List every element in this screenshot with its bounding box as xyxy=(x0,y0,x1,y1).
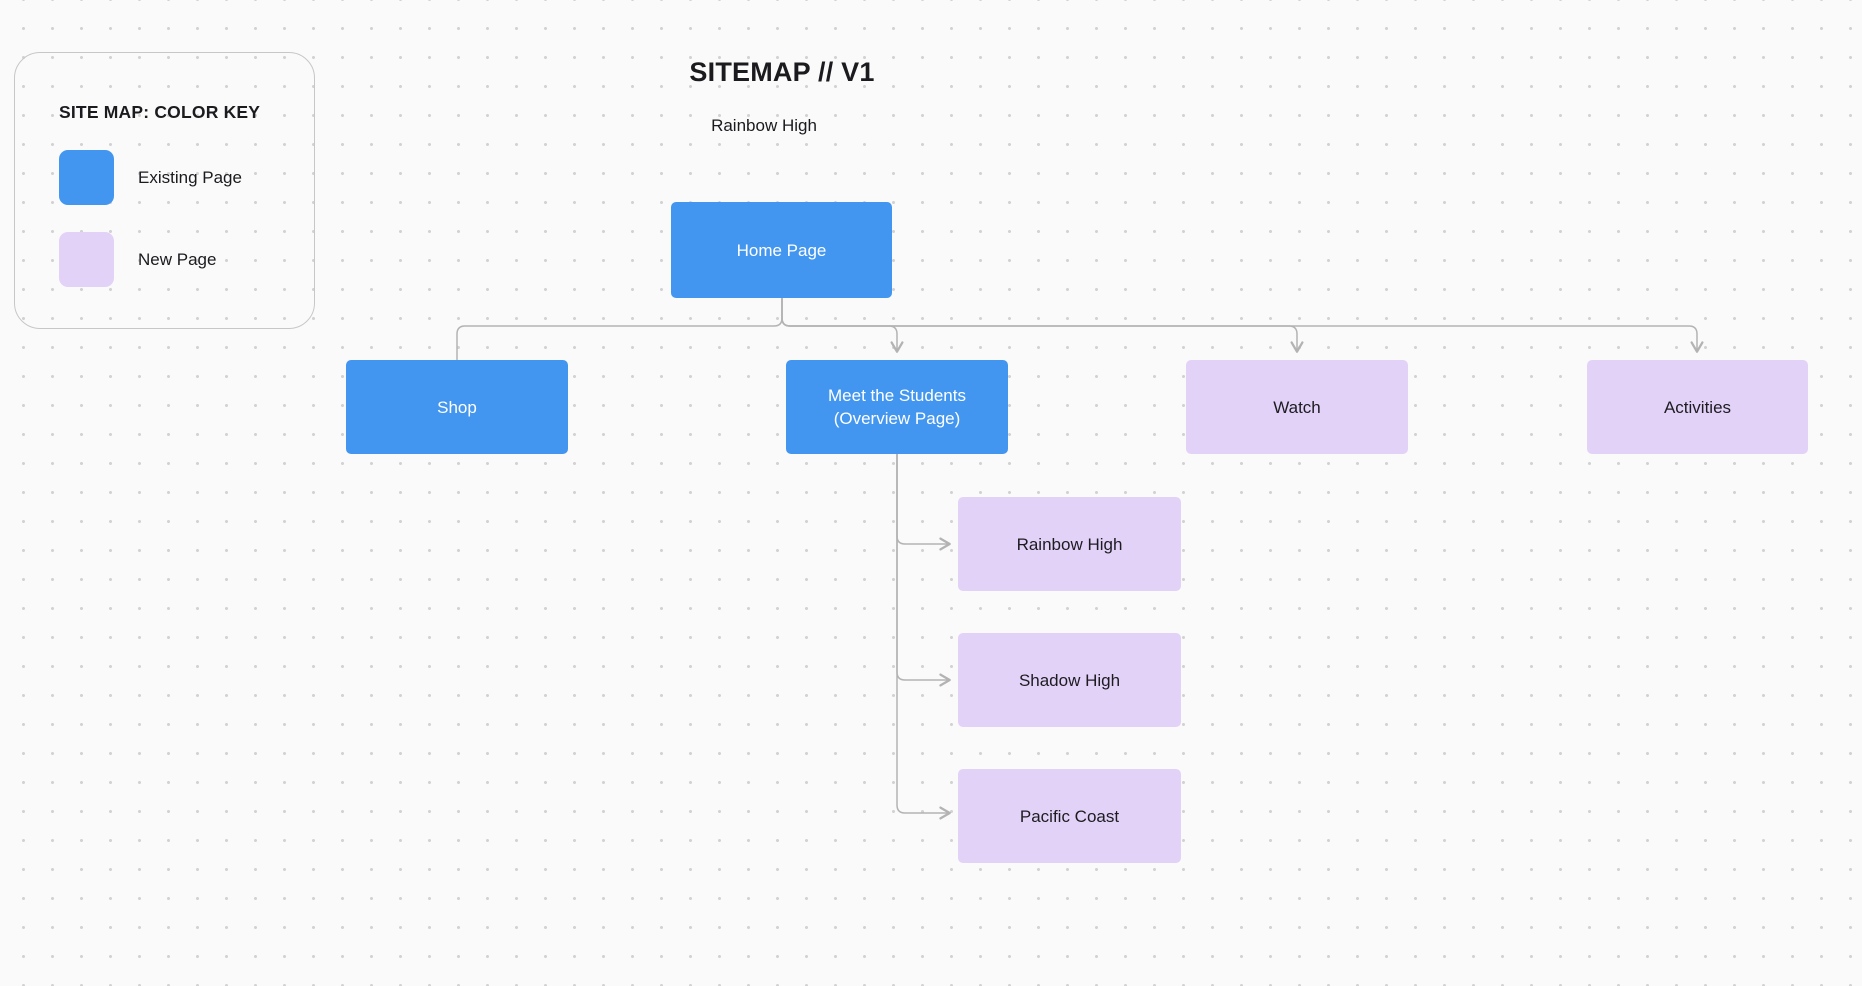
new-page-swatch xyxy=(59,232,114,287)
node-label: Shadow High xyxy=(1018,670,1121,690)
node-label: Meet the Students xyxy=(828,386,966,405)
node-label-line2: (Overview Page) xyxy=(833,409,961,428)
connector-meet-shadow-high xyxy=(896,454,951,687)
legend-item-existing-page: Existing Page xyxy=(59,150,242,205)
connector-home-meet xyxy=(781,298,904,353)
connector-home-watch xyxy=(781,298,1304,353)
node-meet-the-students[interactable]: Meet the Students (Overview Page) xyxy=(786,360,1008,454)
legend-label: Existing Page xyxy=(138,167,242,187)
connector-meet-rainbow-high xyxy=(896,454,951,551)
connector-home-shop xyxy=(456,298,783,360)
node-shop[interactable]: Shop xyxy=(346,360,568,454)
connector-meet-pacific-coast xyxy=(896,454,951,820)
node-watch[interactable]: Watch xyxy=(1186,360,1408,454)
node-activities[interactable]: Activities xyxy=(1587,360,1808,454)
node-rainbow-high[interactable]: Rainbow High xyxy=(958,497,1181,591)
node-pacific-coast[interactable]: Pacific Coast xyxy=(958,769,1181,863)
color-key-title: SITE MAP: COLOR KEY xyxy=(59,102,261,122)
page-title: SITEMAP // V1 xyxy=(689,57,875,87)
connector-home-activities xyxy=(781,298,1704,353)
node-label: Watch xyxy=(1273,397,1321,417)
node-label: Activities xyxy=(1663,397,1732,417)
legend-item-new-page: New Page xyxy=(59,232,216,287)
node-label: Pacific Coast xyxy=(1019,806,1120,826)
node-label: Home Page xyxy=(736,240,827,260)
color-key-panel[interactable]: SITE MAP: COLOR KEY Existing Page New Pa… xyxy=(14,52,315,329)
page-subtitle: Rainbow High xyxy=(711,116,817,135)
node-label: Shop xyxy=(437,397,477,417)
node-shadow-high[interactable]: Shadow High xyxy=(958,633,1181,727)
node-home-page[interactable]: Home Page xyxy=(671,202,892,298)
existing-page-swatch xyxy=(59,150,114,205)
node-label: Rainbow High xyxy=(1016,534,1123,554)
legend-label: New Page xyxy=(138,249,217,269)
